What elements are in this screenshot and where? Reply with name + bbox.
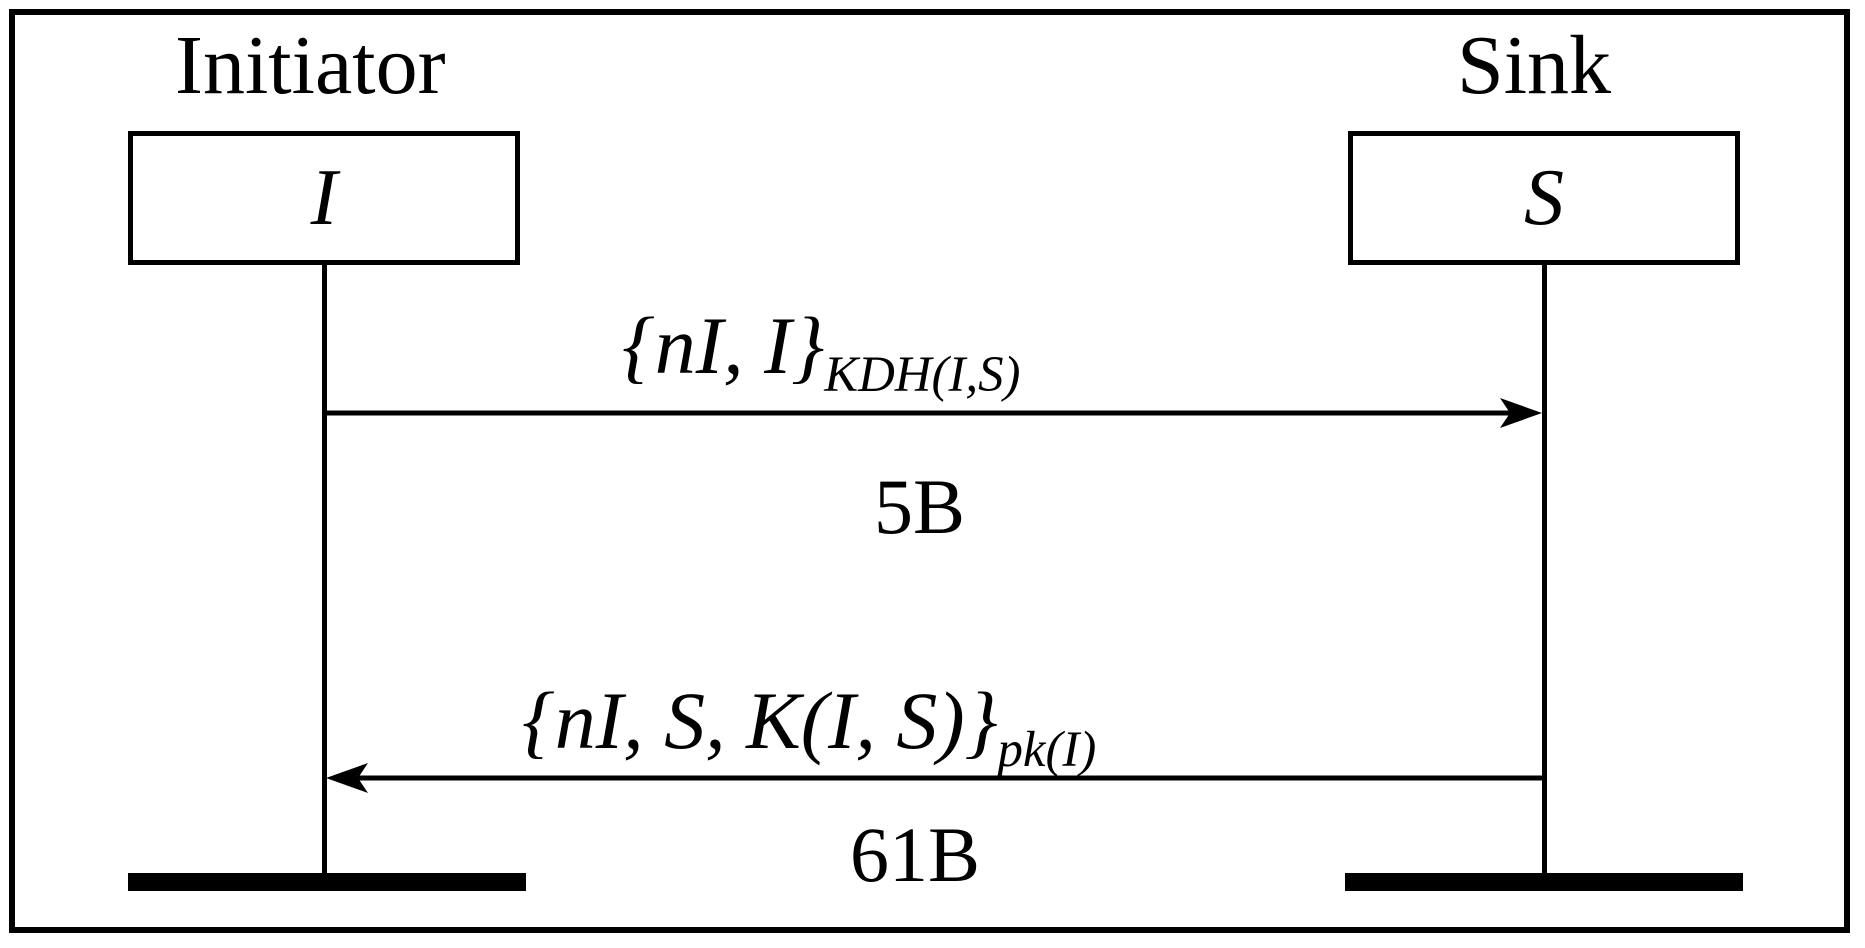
initiator-name: Initiator <box>175 19 446 112</box>
message-1-label: {nI, I}KDH(I,S) <box>622 305 1020 400</box>
sink-symbol: S <box>1524 154 1564 242</box>
initiator-end-bar <box>128 873 526 891</box>
message-2-arrowhead <box>326 763 368 793</box>
message-2-subscript: pk(I) <box>997 720 1097 777</box>
sink-end-bar <box>1345 873 1743 891</box>
diagram-frame <box>9 9 1850 933</box>
message-2-label: {nI, S, K(I, S)}pk(I) <box>522 680 1096 775</box>
initiator-lifeline <box>322 265 327 875</box>
message-1-size: 5B <box>874 463 966 550</box>
sink-box: S <box>1348 131 1740 265</box>
message-1-content: {nI, I} <box>622 300 825 391</box>
sink-lifeline <box>1542 265 1547 875</box>
sink-name: Sink <box>1457 19 1612 112</box>
message-2-content: {nI, S, K(I, S)} <box>522 675 998 766</box>
initiator-box: I <box>128 131 520 265</box>
initiator-symbol: I <box>310 154 338 242</box>
message-2-size: 61B <box>850 811 981 898</box>
message-1-subscript: KDH(I,S) <box>824 345 1021 402</box>
message-1-arrowhead <box>1500 398 1542 428</box>
